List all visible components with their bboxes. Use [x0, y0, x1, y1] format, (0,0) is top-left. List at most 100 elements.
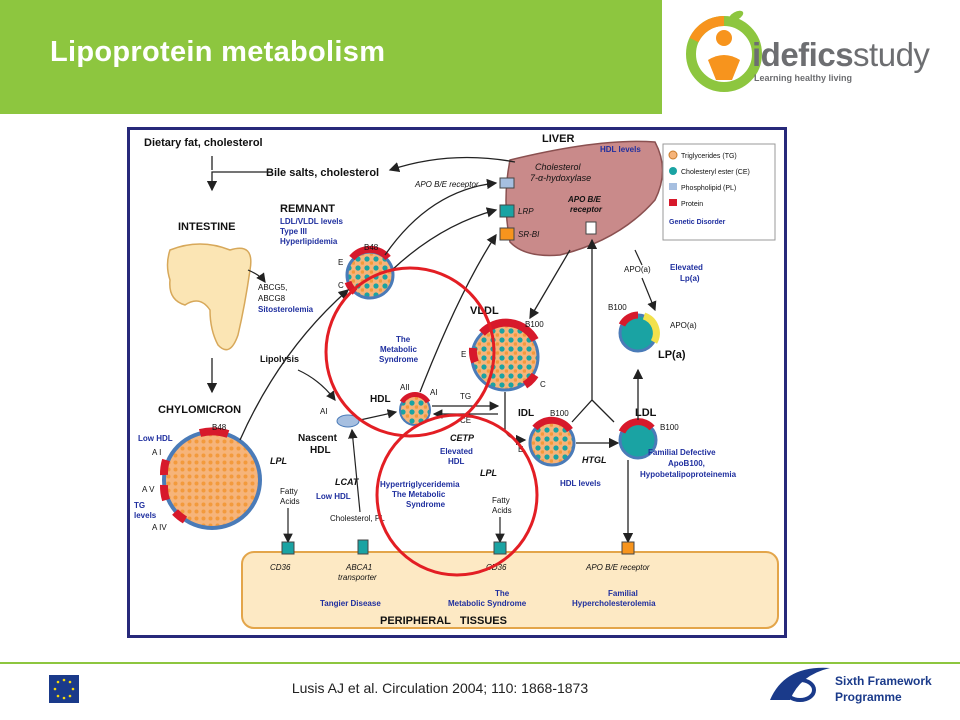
label-e-remnant: E	[338, 258, 343, 267]
label-elevated-lpa-2: Lp(a)	[680, 274, 700, 283]
label-lpa: LP(a)	[658, 349, 686, 361]
vldl-protein-3	[468, 347, 479, 364]
arrow-remnant-liver-2	[391, 207, 498, 271]
label-hdl-levels-top: HDL levels	[600, 145, 641, 154]
arrow-hdl-to-liver	[419, 233, 497, 393]
label-cd36-left: CD36	[270, 563, 291, 572]
legend-genetic-label: Genetic Disorder	[669, 219, 726, 226]
label-familial-hyper-1: Familial	[608, 589, 638, 598]
label-a-v: A V	[142, 485, 155, 494]
label-abca1-2: transporter	[338, 573, 377, 582]
label-hypertrig-1: Hypertriglyceridemia	[380, 480, 460, 489]
label-apoa-top: APO(a)	[624, 265, 651, 274]
chylomicron-protein-4	[172, 509, 188, 524]
chylomicron-protein-2	[160, 458, 170, 476]
red-highlight-circle-bottom	[375, 413, 539, 577]
label-b100-ldl: B100	[660, 423, 679, 432]
fp6-label-line2: Programme	[835, 690, 902, 704]
label-hdl-levels-mid: HDL levels	[560, 479, 601, 488]
label-b100-lpa: B100	[608, 303, 627, 312]
label-srbi: SR-BI	[518, 230, 540, 239]
vldl-protein	[479, 318, 539, 343]
diagram-canvas: LIVER HDL levels Cholesterol 7-α-hydoxyl…	[134, 133, 779, 629]
label-bile-salts: Bile salts, cholesterol	[266, 167, 379, 179]
label-metabolic-bottom-1: The	[495, 589, 510, 598]
lipoprotein-diagram: LIVER HDL levels Cholesterol 7-α-hydoxyl…	[127, 127, 787, 638]
label-e-idl: E	[518, 445, 523, 454]
label-aii: AII	[400, 383, 410, 392]
label-c-remnant: C	[338, 281, 344, 290]
slide-header: Lipoprotein metabolism ideficsstudy Lear…	[0, 0, 960, 114]
logo-tagline: Learning healthy living	[754, 73, 853, 83]
label-b48-chylo: B48	[212, 423, 227, 432]
footer-divider	[0, 662, 960, 664]
label-cholesterol-pl: Cholesterol, PL	[330, 514, 385, 523]
label-abca1-1: ABCA1	[345, 563, 372, 572]
label-lipolysis: Lipolysis	[260, 354, 299, 364]
label-fatty-mid-2: Acids	[492, 506, 512, 515]
arrow-remnant-liver-1	[384, 178, 498, 256]
label-htgl: HTGL	[582, 455, 607, 465]
label-liver: LIVER	[542, 133, 574, 145]
lpa-apoa	[642, 312, 660, 344]
label-metabolic-3: Syndrome	[379, 355, 419, 364]
label-elevated-hdl-1: Elevated	[440, 447, 473, 456]
label-chylomicron: CHYLOMICRON	[158, 404, 241, 416]
label-apobe-liver-2: receptor	[570, 205, 603, 214]
legend-pl-swatch	[669, 183, 677, 190]
label-familial-hyper-2: Hypercholesterolemia	[572, 599, 656, 608]
cd36-mid-receptor	[493, 541, 507, 555]
label-lrp: LRP	[518, 207, 534, 216]
label-b48-remnant: B48	[364, 243, 379, 252]
legend-tg-swatch	[668, 150, 678, 160]
label-a-i: A I	[152, 448, 161, 457]
label-sitosterolemia: Sitosterolemia	[258, 305, 314, 314]
label-remnant: REMNANT	[280, 203, 335, 215]
label-metabolic-1: The	[396, 335, 411, 344]
label-hypertrig-3: Syndrome	[406, 500, 446, 509]
label-ldl-vldl-2: Type III	[280, 227, 307, 236]
label-fatty-left-1: Fatty	[280, 487, 298, 496]
idefics-logo	[662, 0, 960, 114]
arrow-apoa-down	[641, 277, 657, 312]
label-ldl-vldl-3: Hyperlipidemia	[280, 237, 338, 246]
title-banner: Lipoprotein metabolism	[0, 0, 662, 114]
apobe-receptor	[499, 177, 515, 189]
label-abcg5: ABCG5,	[258, 283, 287, 292]
arrow-chol-pl-up	[348, 428, 361, 513]
legend-box	[662, 143, 776, 241]
arrow-liver-to-bile	[388, 156, 516, 173]
lpa-protein	[618, 311, 639, 327]
label-ai-hdl: AI	[430, 388, 438, 397]
label-nascent-2: HDL	[310, 445, 331, 456]
arrow-nascent-hdl	[359, 409, 398, 421]
label-ldl-vldl-1: LDL/VLDL levels	[280, 217, 344, 226]
label-lpl-mid: LPL	[480, 468, 497, 478]
label-intestine: INTESTINE	[178, 221, 235, 233]
label-dietary: Dietary fat, cholesterol	[144, 137, 263, 149]
legend-pl-label: Phospholipid (PL)	[681, 185, 736, 192]
legend-protein-label: Protein	[681, 201, 703, 208]
label-tg: TG	[460, 392, 471, 401]
red-highlight-circle-top	[324, 266, 496, 438]
label-tg-levels-2: levels	[134, 511, 157, 520]
label-e-vldl: E	[461, 350, 466, 359]
label-ai-nascent: AI	[320, 407, 328, 416]
label-low-hdl-left: Low HDL	[138, 434, 173, 443]
citation: Lusis AJ et al. Circulation 2004; 110: 1…	[0, 680, 960, 696]
label-tg-levels-1: TG	[134, 501, 145, 510]
label-ldl: LDL	[635, 407, 657, 419]
label-familial-def-2: ApoB100,	[668, 459, 705, 468]
arrow-chylo-to-remnant	[239, 289, 349, 441]
fp6-label-line1: Sixth Framework	[835, 674, 932, 688]
citation-text: Lusis AJ et al. Circulation 2004; 110: 1…	[291, 680, 589, 696]
label-b100-vldl: B100	[525, 320, 544, 329]
arrow-liver-apoa	[634, 249, 643, 266]
label-a-iv: A IV	[152, 523, 167, 532]
arrow-liver-vldl	[529, 249, 571, 320]
label-hdl: HDL	[370, 394, 391, 405]
label-cd36-mid: CD36	[486, 563, 507, 572]
label-peripheral: PERIPHERAL TISSUES	[380, 615, 507, 627]
label-hypertrig-2: The Metabolic	[392, 490, 446, 499]
label-familial-def-3: Hypobetalipoproteinemia	[640, 470, 737, 479]
